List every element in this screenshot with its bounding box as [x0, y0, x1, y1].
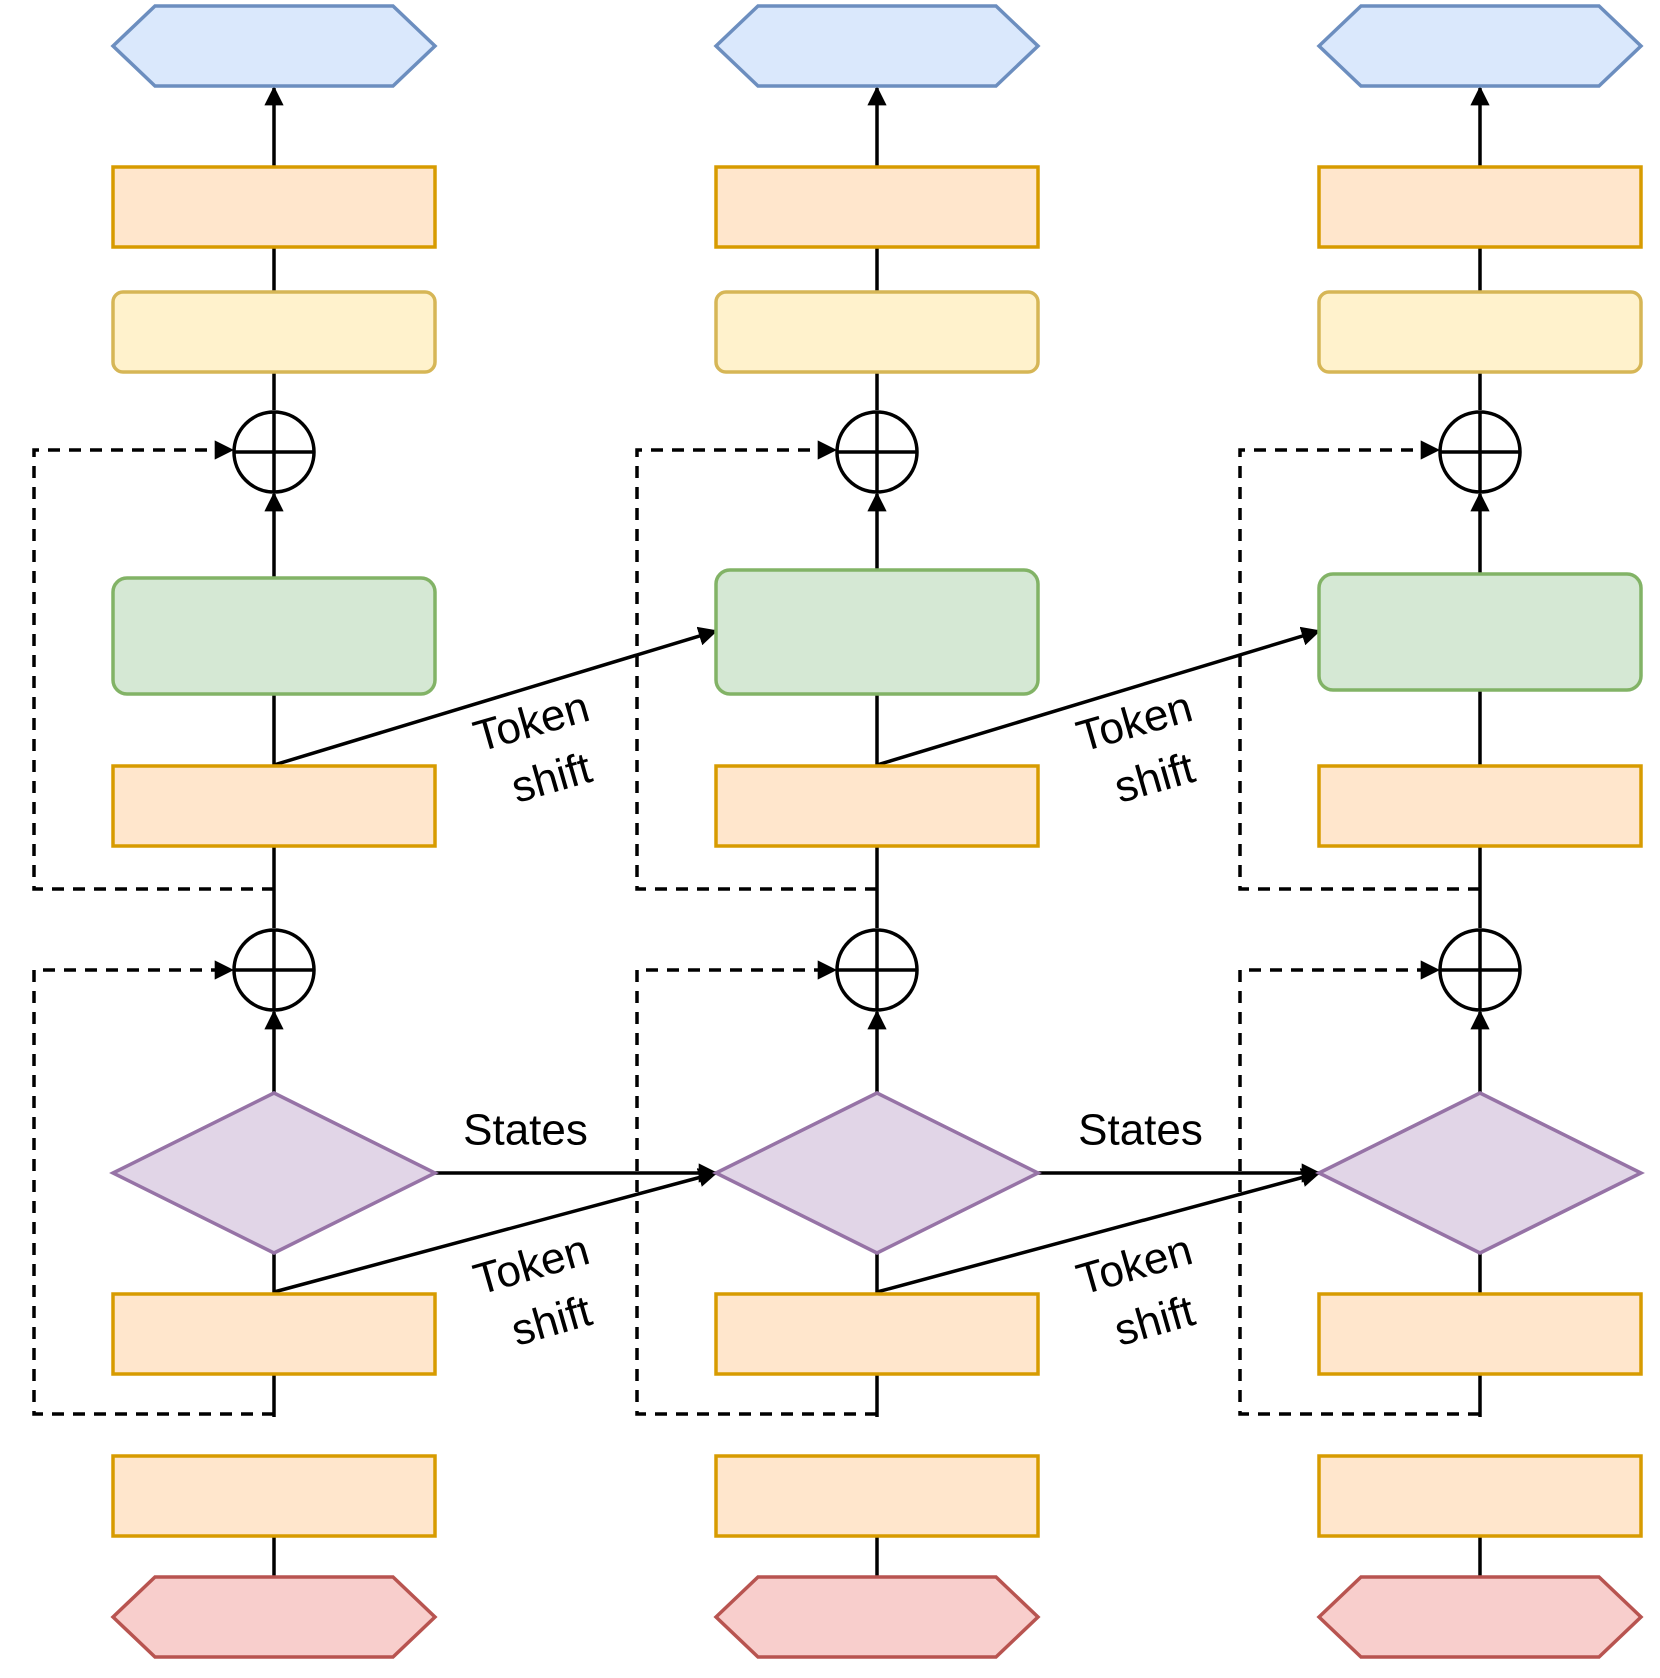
- token-shift-label: shift: [506, 743, 597, 812]
- time-mix: [109, 1091, 439, 1255]
- time-mix: [712, 1091, 1042, 1255]
- token-shift-arrow: [876, 626, 1321, 767]
- output-token: [713, 4, 1041, 88]
- add-circle: [232, 410, 316, 494]
- token-shift-label: shift: [506, 1286, 597, 1355]
- add-circle: [232, 928, 316, 1012]
- lm-head: [714, 165, 1040, 249]
- input-token: [713, 1575, 1041, 1659]
- layer-norm-time: [714, 1292, 1040, 1376]
- residual-skip-dashed: [635, 440, 877, 891]
- residual-skip-dashed: [32, 440, 274, 891]
- residual-skip-dashed: [1238, 960, 1480, 1416]
- ellipsis-block: [111, 290, 437, 374]
- layer-norm-input: [714, 1454, 1040, 1538]
- input-token: [110, 1575, 438, 1659]
- states-label: States: [463, 1106, 588, 1155]
- token-shift-arrow: [876, 1168, 1321, 1294]
- add-circle: [1438, 410, 1522, 494]
- token-shift-label: shift: [1109, 1286, 1200, 1355]
- layer-norm-time: [111, 1292, 437, 1376]
- token-shift-arrow: [273, 1168, 718, 1294]
- residual-skip-dashed: [635, 960, 877, 1416]
- ellipsis-block: [714, 290, 1040, 374]
- residual-skip-dashed: [32, 960, 274, 1416]
- layer-norm-channel: [714, 764, 1040, 848]
- layer-norm-input: [111, 1454, 437, 1538]
- channel-mix: [111, 576, 437, 696]
- channel-mix: [1317, 572, 1643, 692]
- states-label: States: [1078, 1106, 1203, 1155]
- layer-norm-channel: [111, 764, 437, 848]
- ellipsis-block: [1317, 290, 1643, 374]
- input-token: [1316, 1575, 1644, 1659]
- output-token: [1316, 4, 1644, 88]
- layer-norm-channel: [1317, 764, 1643, 848]
- token-shift-arrow: [273, 626, 718, 767]
- output-token: [110, 4, 438, 88]
- add-circle: [835, 410, 919, 494]
- lm-head: [111, 165, 437, 249]
- layer-norm-input: [1317, 1454, 1643, 1538]
- lm-head: [1317, 165, 1643, 249]
- channel-mix: [714, 568, 1040, 696]
- time-mix: [1315, 1091, 1645, 1255]
- token-shift-label: shift: [1109, 743, 1200, 812]
- add-circle: [835, 928, 919, 1012]
- layer-norm-time: [1317, 1292, 1643, 1376]
- add-circle: [1438, 928, 1522, 1012]
- residual-skip-dashed: [1238, 440, 1480, 891]
